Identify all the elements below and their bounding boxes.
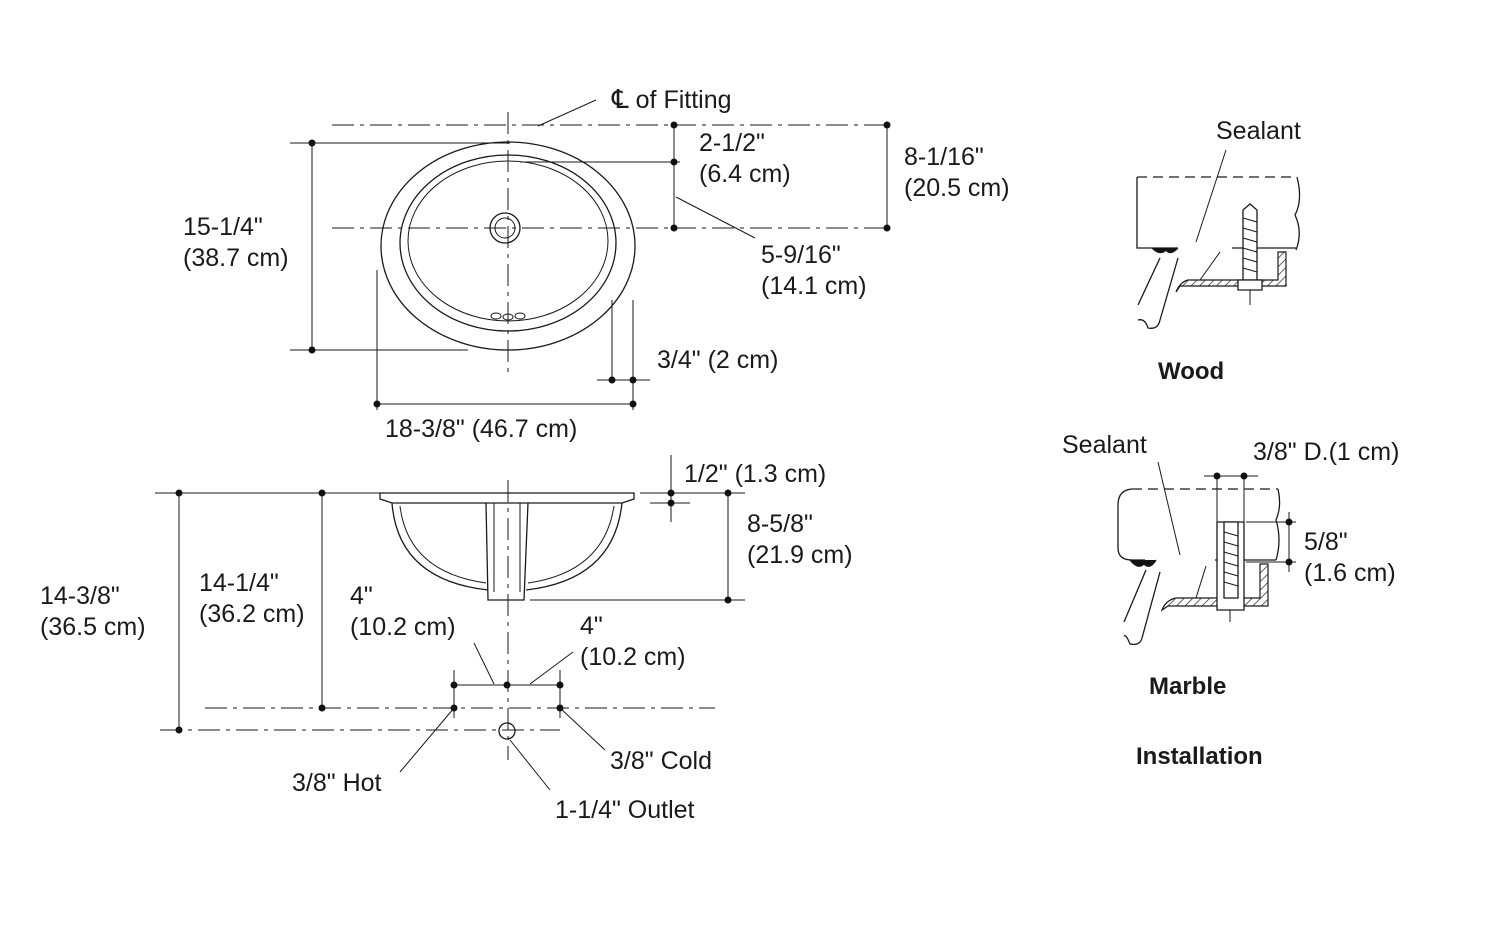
outlet-circle xyxy=(498,722,516,740)
dim-15-1-4: 15-1/4" (38.7 cm) xyxy=(183,213,289,272)
hot-supply-label: 3/8" Hot xyxy=(292,769,382,797)
marble-depth-dim: 5/8" (1.6 cm) xyxy=(1304,528,1396,587)
dim-18-3-8: 18-3/8" (46.7 cm) xyxy=(385,415,578,443)
dim-8-1-16: 8-1/16" (20.5 cm) xyxy=(904,143,1010,202)
side-view xyxy=(155,455,745,791)
cold-supply-label: 3/8" Cold xyxy=(610,747,712,775)
marble-title: Marble xyxy=(1149,673,1227,700)
marble-hole-dim: 3/8" D.(1 cm) xyxy=(1253,438,1400,466)
top-view xyxy=(290,99,891,410)
dim-4-left: 4" (10.2 cm) xyxy=(350,582,456,641)
dim-5-9-16: 5-9/16" (14.1 cm) xyxy=(761,241,867,300)
dim-8-5-8: 8-5/8" (21.9 cm) xyxy=(747,510,853,569)
marble-installation-detail xyxy=(1117,461,1296,646)
dim-3-4: 3/4" (2 cm) xyxy=(657,346,779,374)
wood-sealant-label: Sealant xyxy=(1216,117,1301,145)
sink-bowl-profile xyxy=(391,502,623,591)
drain-body xyxy=(485,502,529,601)
installation-title: Installation xyxy=(1136,743,1263,770)
dim-14-1-4: 14-1/4" (36.2 cm) xyxy=(199,569,305,628)
wood-title: Wood xyxy=(1158,358,1225,385)
outlet-label: 1-1/4" Outlet xyxy=(555,796,695,824)
wood-installation-detail xyxy=(1136,149,1301,329)
marble-sealant-label: Sealant xyxy=(1062,431,1147,459)
dim-1-2: 1/2" (1.3 cm) xyxy=(684,460,827,488)
sink-rim-profile xyxy=(379,492,635,504)
centerline-label: ℄ of Fitting xyxy=(612,84,732,114)
dim-2-1-2: 2-1/2" (6.4 cm) xyxy=(699,129,791,188)
dim-4-right: 4" (10.2 cm) xyxy=(580,612,686,671)
dim-14-3-8: 14-3/8" (36.5 cm) xyxy=(40,582,146,641)
